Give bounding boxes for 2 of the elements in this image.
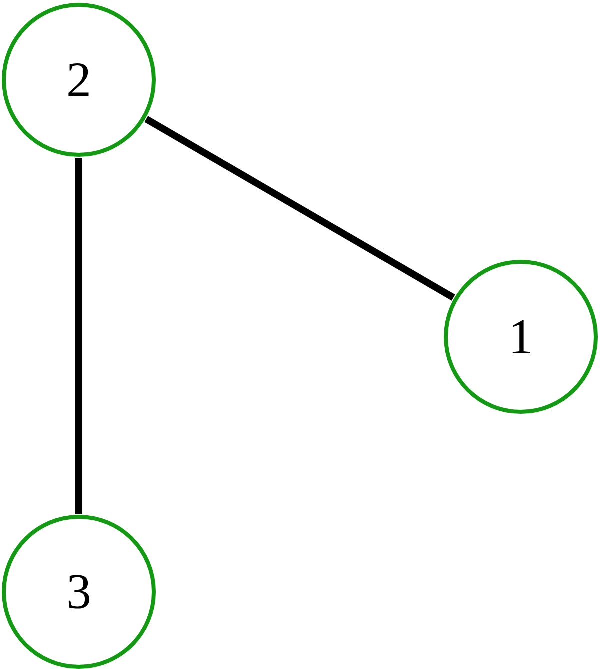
edge-line (76, 158, 82, 514)
edge-line (144, 116, 456, 301)
